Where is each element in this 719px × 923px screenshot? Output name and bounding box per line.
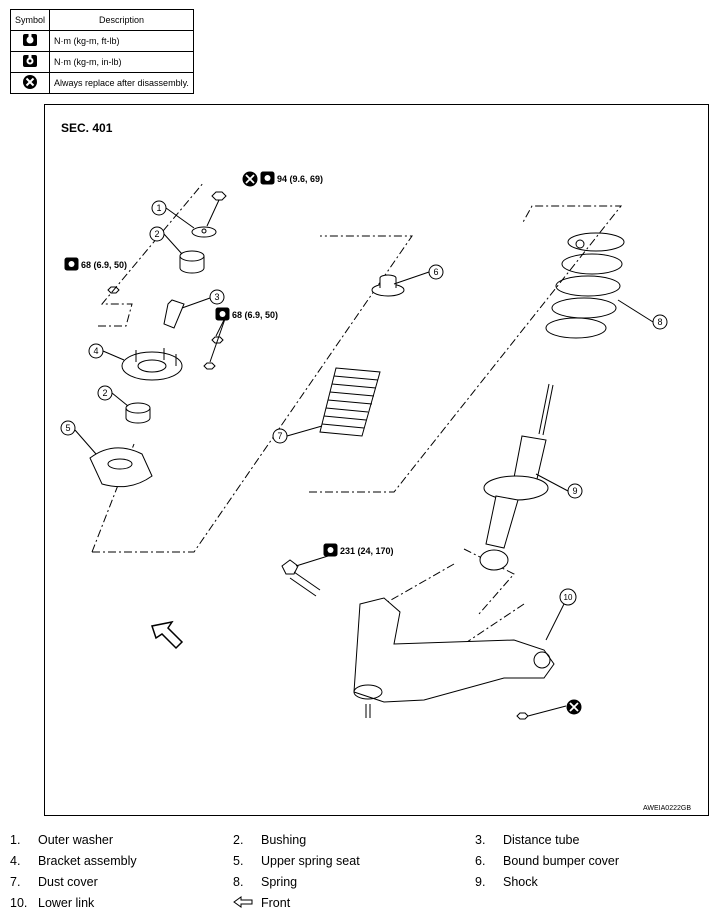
replace-marker-lower (566, 699, 582, 715)
figure-code: AWEIA0222GB (643, 805, 691, 812)
front-arrow-icon (233, 896, 253, 908)
lower-link (353, 597, 567, 720)
torque-value: 231 (24, 170) (340, 546, 394, 556)
legend-description: Always replace after disassembly. (49, 72, 195, 94)
diagram-frame (44, 104, 709, 816)
torque-ft-lb-icon (23, 33, 37, 46)
callout-label: 7 (277, 431, 282, 441)
callout-label: 8 (657, 317, 662, 327)
legend-header-description: Description (49, 9, 195, 31)
exploded-view: 1 2 2 3 4 5 6 7 8 9 10 (60, 171, 668, 720)
bushing-upper (179, 250, 205, 274)
nut-right-2 (203, 362, 216, 370)
torque-value: 68 (6.9, 50) (81, 260, 127, 270)
callout-label: 3 (214, 292, 219, 302)
legend-row: N·m (kg-m, in-lb) (9, 51, 195, 73)
callout-3 (209, 289, 225, 305)
callout-10 (559, 588, 577, 606)
bracket-assembly (121, 348, 183, 381)
symbol-legend: Symbol Description N·m (kg-m, ft-lb) N·m… (9, 9, 195, 94)
legend-header-symbol: Symbol (9, 9, 51, 31)
bushing-lower (125, 402, 151, 424)
bound-bumper-cover (371, 274, 405, 297)
callout-label: 1 (156, 203, 161, 213)
callout-label: 2 (102, 388, 107, 398)
callout-label: 5 (65, 423, 70, 433)
torque-marker-3: 68 (6.9, 50) (215, 307, 278, 321)
legend-row: N·m (kg-m, ft-lb) (9, 30, 195, 52)
front-arrow-icon (151, 620, 184, 650)
callout-5 (60, 420, 76, 436)
lower-bolt (281, 559, 321, 597)
torque-in-lb-icon (23, 54, 37, 67)
callout-label: 2 (154, 229, 159, 239)
upper-spring-seat (89, 447, 153, 488)
callouts: 1 2 2 3 4 5 6 7 8 9 10 (60, 200, 668, 641)
legend-row: Always replace after disassembly. (9, 72, 195, 94)
dust-cover (319, 367, 381, 437)
torque-value: 68 (6.9, 50) (232, 310, 278, 320)
torque-marker-1: 94 (9.6, 69) (242, 171, 323, 187)
legend-description: N·m (kg-m, in-lb) (49, 51, 195, 73)
outer-washer (191, 191, 227, 238)
nut-right-1 (211, 336, 224, 344)
replace-icon (23, 75, 37, 89)
section-label: SEC. 401 (61, 121, 113, 135)
shock-absorber (479, 383, 554, 571)
distance-tube (163, 299, 185, 329)
callout-label: 6 (433, 267, 438, 277)
callout-label: 9 (572, 486, 577, 496)
torque-marker-4: 231 (24, 170) (295, 543, 394, 567)
nut-left (107, 286, 120, 294)
legend-description: N·m (kg-m, ft-lb) (49, 30, 195, 52)
coil-spring (545, 232, 625, 339)
torque-value: 94 (9.6, 69) (277, 174, 323, 184)
callout-label: 10 (564, 593, 573, 602)
callout-label: 4 (93, 346, 98, 356)
torque-marker-2: 68 (6.9, 50) (64, 257, 127, 271)
